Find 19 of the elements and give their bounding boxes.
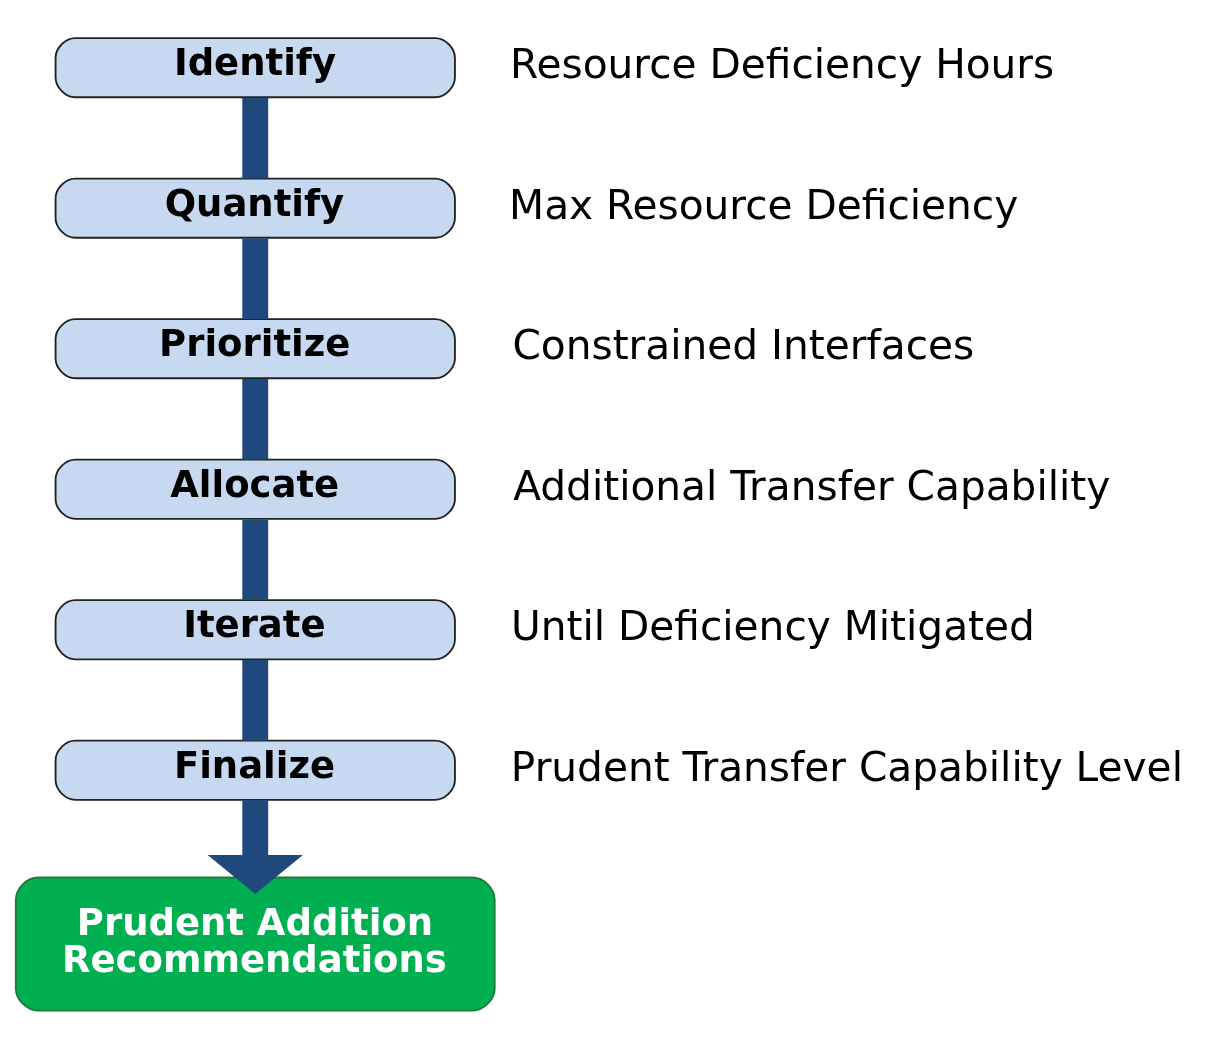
node-label: Prudent Transfer Capability Level [510,742,1183,791]
node-box: Finalize [54,739,456,801]
connector [242,518,269,600]
node-label: Resource Deficiency Hours [510,39,1055,88]
connector [242,659,269,741]
node-box: Identify [54,36,456,98]
arrow [207,799,303,894]
node-box: Prioritize [54,317,456,379]
node-label: Additional Transfer Capability [513,461,1111,510]
node-box: Allocate [54,458,456,520]
node-label: Constrained Interfaces [512,320,975,369]
node-label: Until Deficiency Mitigated [511,601,1035,650]
node-box: Prudent Addition Recommendations [14,876,496,1012]
node-label: Max Resource Deficiency [509,180,1019,229]
connector [242,97,269,178]
node-box: Iterate [54,598,456,660]
connector [242,237,269,319]
node-box: Quantify [54,177,456,239]
connector [242,378,269,460]
